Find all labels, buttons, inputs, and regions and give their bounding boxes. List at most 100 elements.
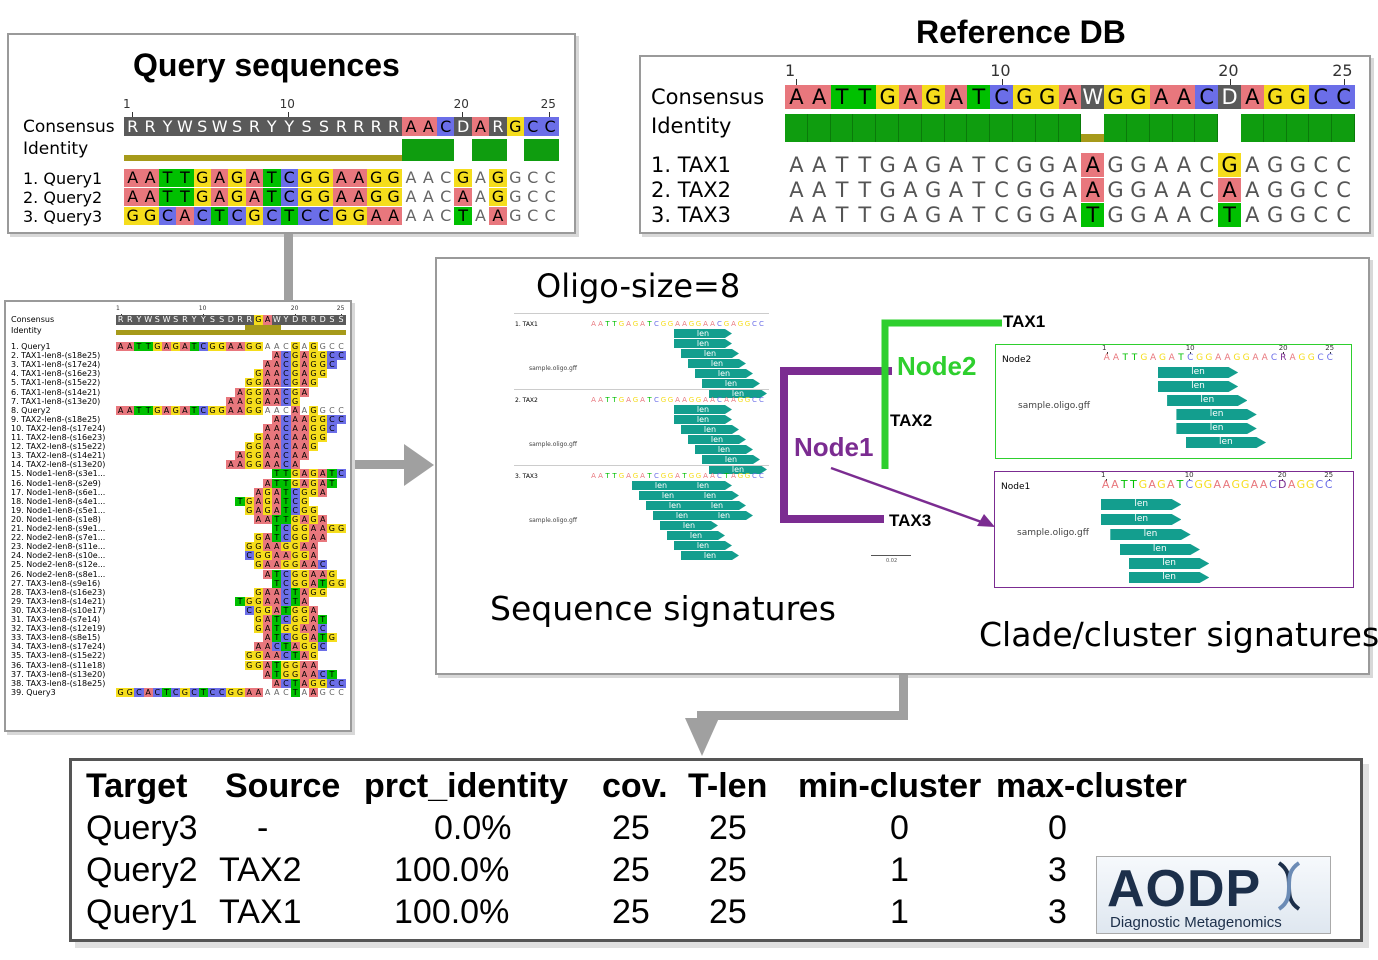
base (134, 524, 143, 533)
base: C (327, 360, 337, 370)
reference-row-label: 3. TAX3 (651, 203, 732, 227)
base (180, 378, 189, 387)
oligo-signature-arrow: len (688, 501, 746, 510)
base (144, 442, 153, 451)
base: G (509, 206, 522, 225)
base: G (506, 117, 524, 136)
base (162, 597, 171, 606)
base: T (281, 505, 291, 515)
base: C (189, 687, 199, 697)
base (199, 488, 208, 497)
base: C (527, 168, 539, 187)
base (125, 388, 134, 397)
base (245, 642, 254, 651)
node-box-file-label: sample.oligo.gff (1017, 528, 1089, 538)
base (171, 369, 180, 378)
base (125, 479, 134, 488)
base (190, 351, 199, 360)
node-box-label: Node2 (1002, 355, 1032, 365)
base (116, 597, 125, 606)
ruler-number: 1 (785, 61, 796, 80)
oligo-row-label: 30. TAX3-len8-(s10e17) (11, 605, 106, 615)
base (134, 661, 143, 670)
base (125, 588, 134, 597)
base: A (264, 405, 271, 415)
base (134, 433, 143, 442)
base (245, 479, 254, 488)
base (153, 488, 162, 497)
base (208, 560, 217, 569)
base: A (812, 153, 827, 177)
base (162, 579, 171, 588)
base: A (1112, 353, 1120, 363)
base: G (660, 320, 667, 328)
base (190, 388, 199, 397)
base: A (626, 472, 631, 480)
base: G (253, 624, 263, 634)
base (337, 488, 346, 497)
base: A (263, 615, 273, 625)
base: A (125, 342, 135, 352)
oligo-signature-arrow: len (1176, 423, 1257, 434)
base: A (274, 687, 280, 697)
base: A (290, 642, 300, 652)
base: G (632, 396, 639, 404)
base (208, 351, 217, 360)
base (217, 551, 226, 560)
base: C (654, 472, 659, 480)
base (125, 451, 134, 460)
base: T (158, 169, 177, 187)
base: G (297, 169, 316, 187)
base (337, 542, 346, 551)
base (171, 560, 180, 569)
base: A (1172, 85, 1196, 109)
base (153, 479, 162, 488)
base: G (1296, 478, 1306, 491)
base: G (318, 414, 328, 424)
table-cell: 0 (890, 809, 909, 847)
identity-segment (402, 139, 420, 161)
base (217, 415, 226, 424)
base (162, 351, 171, 360)
base: C (283, 687, 289, 697)
base (226, 606, 235, 615)
base: G (1289, 153, 1307, 177)
base (226, 597, 235, 606)
base (263, 415, 272, 424)
base (327, 588, 336, 597)
base (337, 560, 346, 569)
base (116, 588, 125, 597)
base: A (263, 360, 273, 370)
base (226, 524, 235, 533)
base: A (640, 472, 645, 480)
base (327, 388, 336, 397)
base: G (723, 320, 730, 328)
tree-node1-label: Node1 (794, 432, 874, 462)
base (226, 679, 235, 688)
base (153, 642, 162, 651)
base: C (281, 587, 291, 597)
base (327, 542, 336, 551)
base: G (290, 633, 300, 643)
base: G (1035, 85, 1059, 109)
oligo-row-label: 35. TAX3-len8-(s15e22) (11, 651, 106, 661)
base (153, 469, 162, 478)
base (144, 579, 153, 588)
base (199, 360, 208, 369)
base: A (226, 460, 236, 470)
base: A (1245, 178, 1260, 202)
base: C (283, 405, 289, 415)
base: G (244, 542, 254, 552)
base: G (879, 178, 896, 202)
base: C (280, 169, 298, 187)
base: A (1252, 353, 1259, 363)
base: G (879, 203, 896, 227)
base (337, 424, 346, 433)
base (162, 433, 171, 442)
base: A (402, 117, 420, 136)
